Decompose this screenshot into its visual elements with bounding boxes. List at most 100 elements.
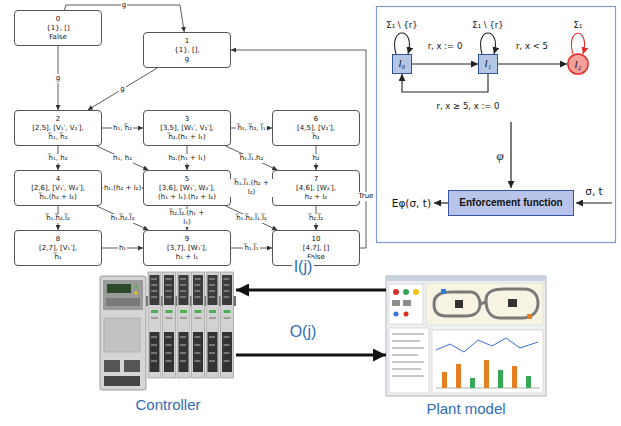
- panel-frame: [377, 7, 616, 243]
- node-text: l₁: [479, 55, 497, 72]
- switch: [392, 300, 400, 306]
- chart-bar: [484, 360, 489, 388]
- node-text: 9: [185, 235, 189, 244]
- edge-label: I(j): [292, 258, 315, 276]
- location-square: l₀: [392, 54, 412, 74]
- node-text: (h₁ + l₁).(h₂ + l₂): [158, 193, 216, 202]
- chart-trace: [436, 338, 538, 352]
- workpiece: [441, 289, 446, 294]
- state-box: 0{1}, []False: [14, 10, 102, 46]
- node-text: h̅₁: [54, 253, 61, 262]
- connector: [412, 63, 478, 64]
- edge-label: h̅₁.l̅₁: [243, 244, 259, 253]
- annotation-label: φ: [496, 148, 503, 164]
- input-arrow: [576, 202, 612, 203]
- edge-label: g: [119, 85, 125, 94]
- power-connector: [104, 376, 140, 386]
- connector: [97, 146, 149, 170]
- control-panel: [389, 284, 423, 324]
- io-module: [148, 272, 161, 378]
- enforcement-box: Enforcement function: [448, 190, 574, 216]
- edge-label: h̅₁, h̅₂, l̅₁: [236, 124, 266, 133]
- cpu-led: [134, 285, 137, 288]
- node-text: 8: [56, 235, 60, 244]
- chart-bar: [470, 378, 475, 388]
- node-text: l₀: [393, 55, 411, 72]
- edge-label: h̅₁.h̅₂.l̅₂: [45, 214, 71, 223]
- io-module: [177, 272, 190, 378]
- io-module: [192, 272, 205, 378]
- connector: [97, 206, 149, 230]
- network-port: [124, 360, 140, 372]
- node-text: h̅₂.(h₁ + l₁): [168, 133, 205, 142]
- location-square: l₁: [478, 54, 498, 74]
- connector: [395, 33, 410, 54]
- node-text: [2,7], [V₁′],: [39, 244, 77, 253]
- chart-bar: [512, 366, 517, 388]
- edge-label: Σ₁ \ {r}: [471, 20, 504, 30]
- edge-label: r, x ≥ 5, x := 0: [435, 101, 500, 111]
- list-row: [392, 347, 424, 349]
- chart-bar: [526, 376, 531, 388]
- edge-label: g: [55, 74, 61, 83]
- edge-label: h₂.(h₁ + l₁): [167, 154, 206, 163]
- node-text: {1}, [],: [174, 46, 200, 55]
- cpu-module: [100, 276, 146, 390]
- connector: [402, 74, 488, 92]
- state-box: 5[3,6], [W₁′, W₂′],(h₁ + l₁).(h₂ + l₂): [143, 170, 231, 206]
- list-row: [392, 354, 418, 356]
- edge-label: h̅₁.l̅₁.(h₂ + l₂): [230, 179, 274, 197]
- device-caption: Plant model: [426, 400, 505, 417]
- node-text: 10: [312, 235, 321, 244]
- node-text: [4,6], [W₂′],: [296, 184, 336, 193]
- annotation-label: σ, t: [585, 185, 602, 197]
- state-box: 4[2,6], [V₁′, W₂′],h̅₁.(h₂ + l₂): [14, 170, 102, 206]
- cpu-keys: [106, 298, 140, 306]
- node-text: 0: [56, 15, 60, 24]
- state-box: 6[4,5], [V₂′],h̅₂: [272, 110, 360, 146]
- connector: [226, 146, 278, 170]
- node-text: False: [49, 33, 67, 42]
- conveyor-track: [434, 292, 480, 316]
- cpu-panel: [104, 318, 140, 352]
- device-caption: Controller: [135, 396, 200, 413]
- edge-label: h₁: [118, 244, 127, 253]
- connector: [571, 33, 584, 54]
- connector: [236, 354, 386, 357]
- connector: [498, 63, 567, 64]
- connector: [226, 206, 278, 230]
- edge-label: True: [358, 192, 375, 201]
- chart-bar: [498, 370, 503, 388]
- edge-label: h₁.(h₂ + l₂): [103, 184, 142, 193]
- device-picture: Plant model: [386, 276, 546, 396]
- plant-station: [455, 300, 463, 308]
- node-text: 3: [185, 115, 189, 124]
- edge-label: O(j): [288, 323, 319, 341]
- connector: [481, 33, 496, 54]
- node-text: 5: [185, 175, 189, 184]
- edge-label: r, x := 0: [427, 41, 464, 51]
- state-box: 1{1}, [],g: [143, 32, 231, 68]
- state-box: 7[4,6], [W₂′],h₂ + l₂: [272, 170, 360, 206]
- conveyor-link: [480, 302, 486, 304]
- plant-view: [426, 283, 543, 325]
- edge-label: h̅₁.h̅₂.l̅₁.l̅₂: [235, 214, 268, 223]
- edge-label: h̅₂.l̅₂.(h₁ + l₁): [165, 209, 209, 227]
- trace-chart: [432, 330, 543, 393]
- node-text: h̅₁, h̅₂: [49, 133, 68, 142]
- device-picture: Controller: [100, 272, 236, 392]
- node-text: 6: [314, 115, 318, 124]
- node-text: 7: [314, 175, 318, 184]
- node-text: [4,7], []: [303, 244, 330, 253]
- node-text: h₂ + l₂: [305, 193, 327, 202]
- node-text: l₂: [567, 53, 589, 75]
- node-text: h̅₁.(h₂ + l₂): [39, 193, 76, 202]
- state-box: 10[4,7], []False: [272, 230, 360, 266]
- property-arrow: [510, 122, 511, 188]
- error-location-circle: l₂: [567, 53, 589, 75]
- node-text: 4: [56, 175, 60, 184]
- io-module: [163, 272, 176, 378]
- node-text: Enforcement function: [455, 197, 567, 209]
- signal-list: [389, 328, 429, 393]
